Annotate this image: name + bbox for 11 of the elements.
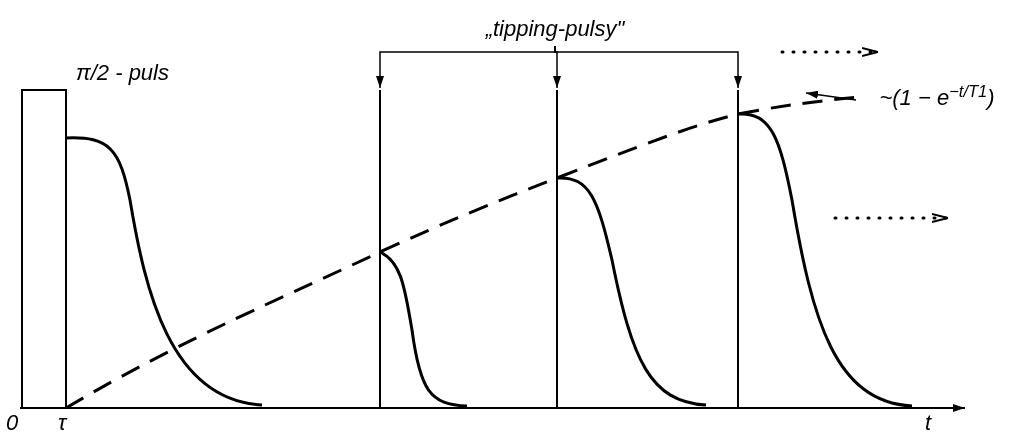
pulse-group-label: „tipping-pulsy" bbox=[485, 18, 625, 40]
pulse-label: π/2 - puls bbox=[76, 62, 169, 84]
leader-line bbox=[805, 90, 857, 101]
pulse-line bbox=[556, 90, 558, 408]
arrow bbox=[554, 45, 742, 89]
axis-label: τ bbox=[58, 412, 67, 434]
axis-label: t bbox=[925, 412, 932, 434]
pulse-line bbox=[379, 90, 381, 408]
formula-label: ~(1 − e$^{−t/T1}$) bbox=[879, 87, 995, 109]
axis-label: 0 bbox=[6, 412, 19, 434]
pulse-line bbox=[737, 90, 739, 408]
